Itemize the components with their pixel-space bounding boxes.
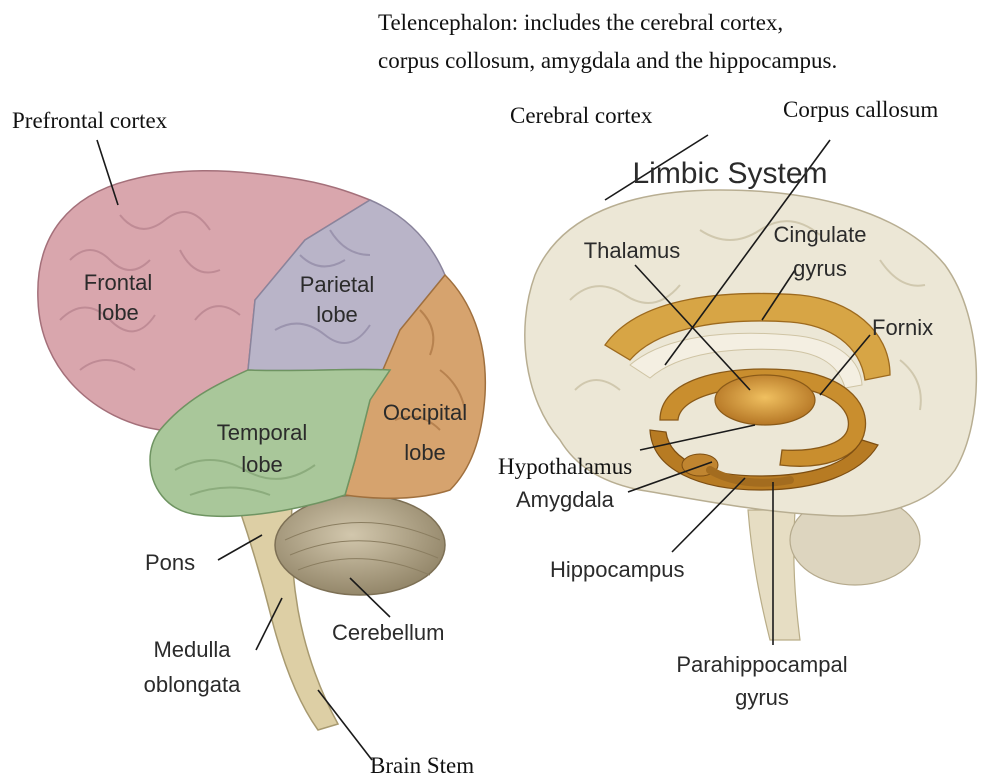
cerebral-cortex-label: Cerebral cortex [510,103,653,128]
limbic-system-title: Limbic System [632,157,827,190]
brain-stem-label: Brain Stem [370,753,474,778]
corpus-callosum-label: Corpus callosum [783,97,938,122]
parietal-lobe-label-2: lobe [316,302,358,327]
frontal-lobe-label-2: lobe [97,300,139,325]
thalamus-shape [715,375,815,425]
parietal-lobe-label-1: Parietal [300,272,375,297]
temporal-lobe-label-1: Temporal [217,420,307,445]
medulla-label-1: Medulla [153,637,231,662]
prefrontal-cortex-label: Prefrontal cortex [12,108,168,133]
telencephalon-note-line-2: corpus collosum, amygdala and the hippoc… [378,48,837,73]
cingulate-gyrus-label-1: Cingulate [774,222,867,247]
hypothalamus-label: Hypothalamus [498,454,632,479]
medulla-label-2: oblongata [144,672,241,697]
hippocampus-label: Hippocampus [550,557,685,582]
occipital-lobe-label-1: Occipital [383,400,467,425]
cerebellum-label: Cerebellum [332,620,445,645]
thalamus-label: Thalamus [584,238,681,263]
amygdala-label: Amygdala [516,487,615,512]
temporal-lobe-label-2: lobe [241,452,283,477]
occipital-lobe-label-2: lobe [404,440,446,465]
left-brain: Prefrontal cortex Frontal lobe Parietal … [12,108,485,778]
cingulate-gyrus-label-2: gyrus [793,256,847,281]
cerebellum-shape [275,495,445,595]
frontal-lobe-label-1: Frontal [84,270,152,295]
parahippocampal-gyrus-label-1: Parahippocampal [676,652,847,677]
telencephalon-note-line-1: Telencephalon: includes the cerebral cor… [378,10,783,35]
pons-label: Pons [145,550,195,575]
parahippocampal-gyrus-label-2: gyrus [735,685,789,710]
fornix-label: Fornix [872,315,933,340]
